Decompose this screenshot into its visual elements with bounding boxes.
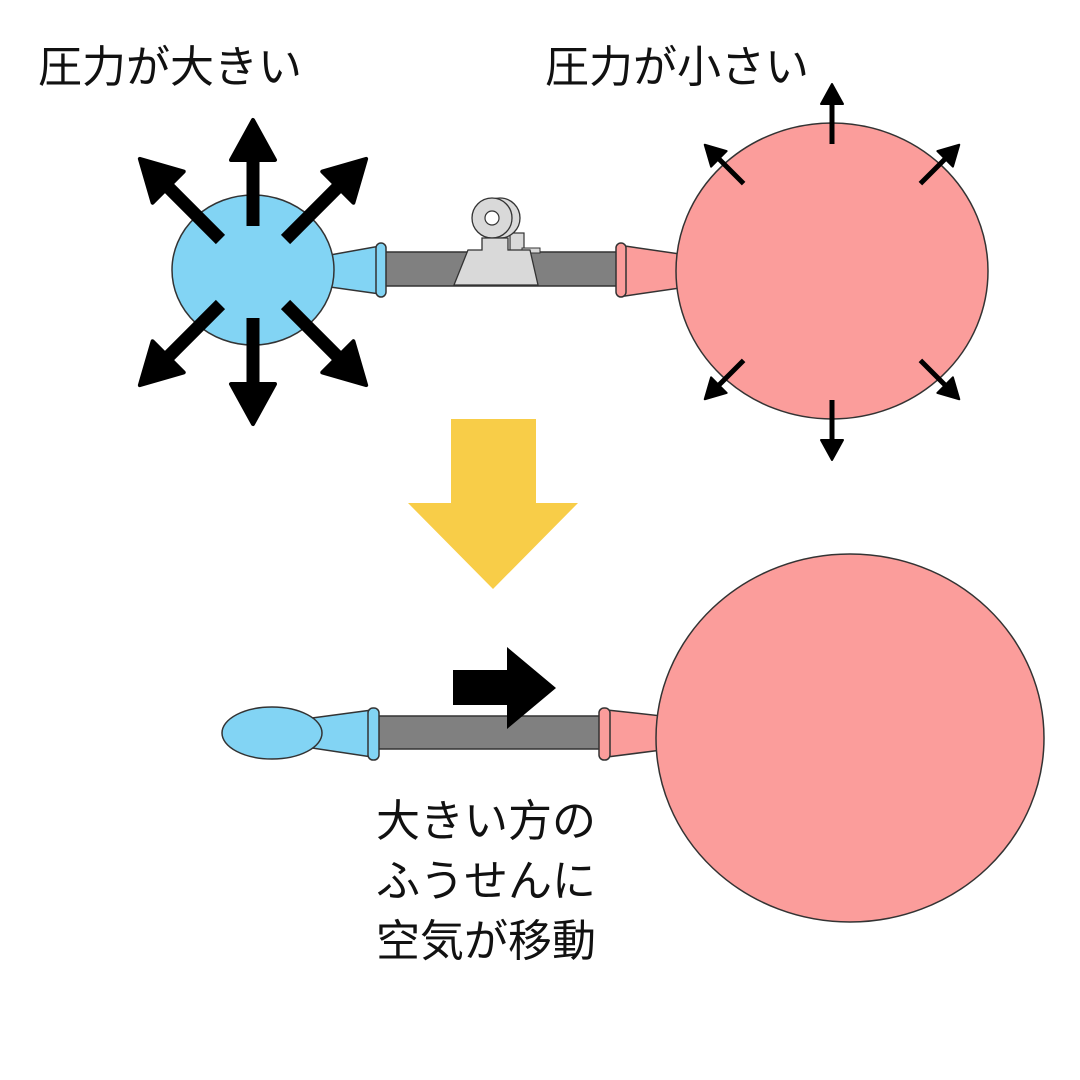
big-pressure-arrow-icon [229, 318, 277, 426]
big-pressure-arrow-icon [280, 156, 369, 245]
caption-line: 大きい方の [376, 796, 596, 847]
bottom-state [221, 553, 1045, 923]
small-pressure-arrow-icon [820, 400, 844, 461]
small-pressure-arrow-icon [918, 143, 961, 186]
large-balloon [675, 122, 989, 420]
small-pressure-arrow-icon [703, 143, 746, 186]
high-pressure-arrows [137, 118, 369, 426]
tube-clamp-icon [453, 197, 541, 286]
small-pressure-arrow-icon [703, 358, 746, 401]
large-balloon-neck [624, 245, 681, 297]
caption-line: ふうせんに [376, 856, 596, 907]
caption: 大きい方の ふうせんに 空気が移動 [376, 792, 596, 972]
big-pressure-arrow-icon [137, 299, 226, 388]
small-balloon-neck [329, 245, 381, 295]
small-pressure-arrow-icon [918, 358, 961, 401]
high-pressure-label: 圧力が大きい [38, 42, 302, 93]
large-balloon-nozzle-rim [615, 242, 627, 298]
connecting-tube [376, 715, 606, 750]
caption-line: 空気が移動 [376, 916, 596, 967]
big-pressure-arrow-icon [280, 299, 369, 388]
transition-arrow-icon [408, 419, 578, 589]
flow-arrow-icon [453, 647, 556, 729]
low-pressure-label: 圧力が小さい [545, 42, 809, 93]
large-balloon-nozzle-rim [598, 707, 611, 761]
small-pressure-arrow-icon [820, 83, 844, 144]
small-balloon-nozzle-rim [375, 242, 387, 298]
top-state [171, 122, 989, 420]
small-balloon-nozzle-rim [367, 707, 380, 761]
big-pressure-arrow-icon [137, 156, 226, 245]
low-pressure-arrows [703, 83, 961, 461]
large-balloon-inflated [655, 553, 1045, 923]
big-pressure-arrow-icon [229, 118, 277, 226]
small-balloon-deflated [221, 706, 323, 760]
large-balloon-neck [606, 709, 663, 758]
